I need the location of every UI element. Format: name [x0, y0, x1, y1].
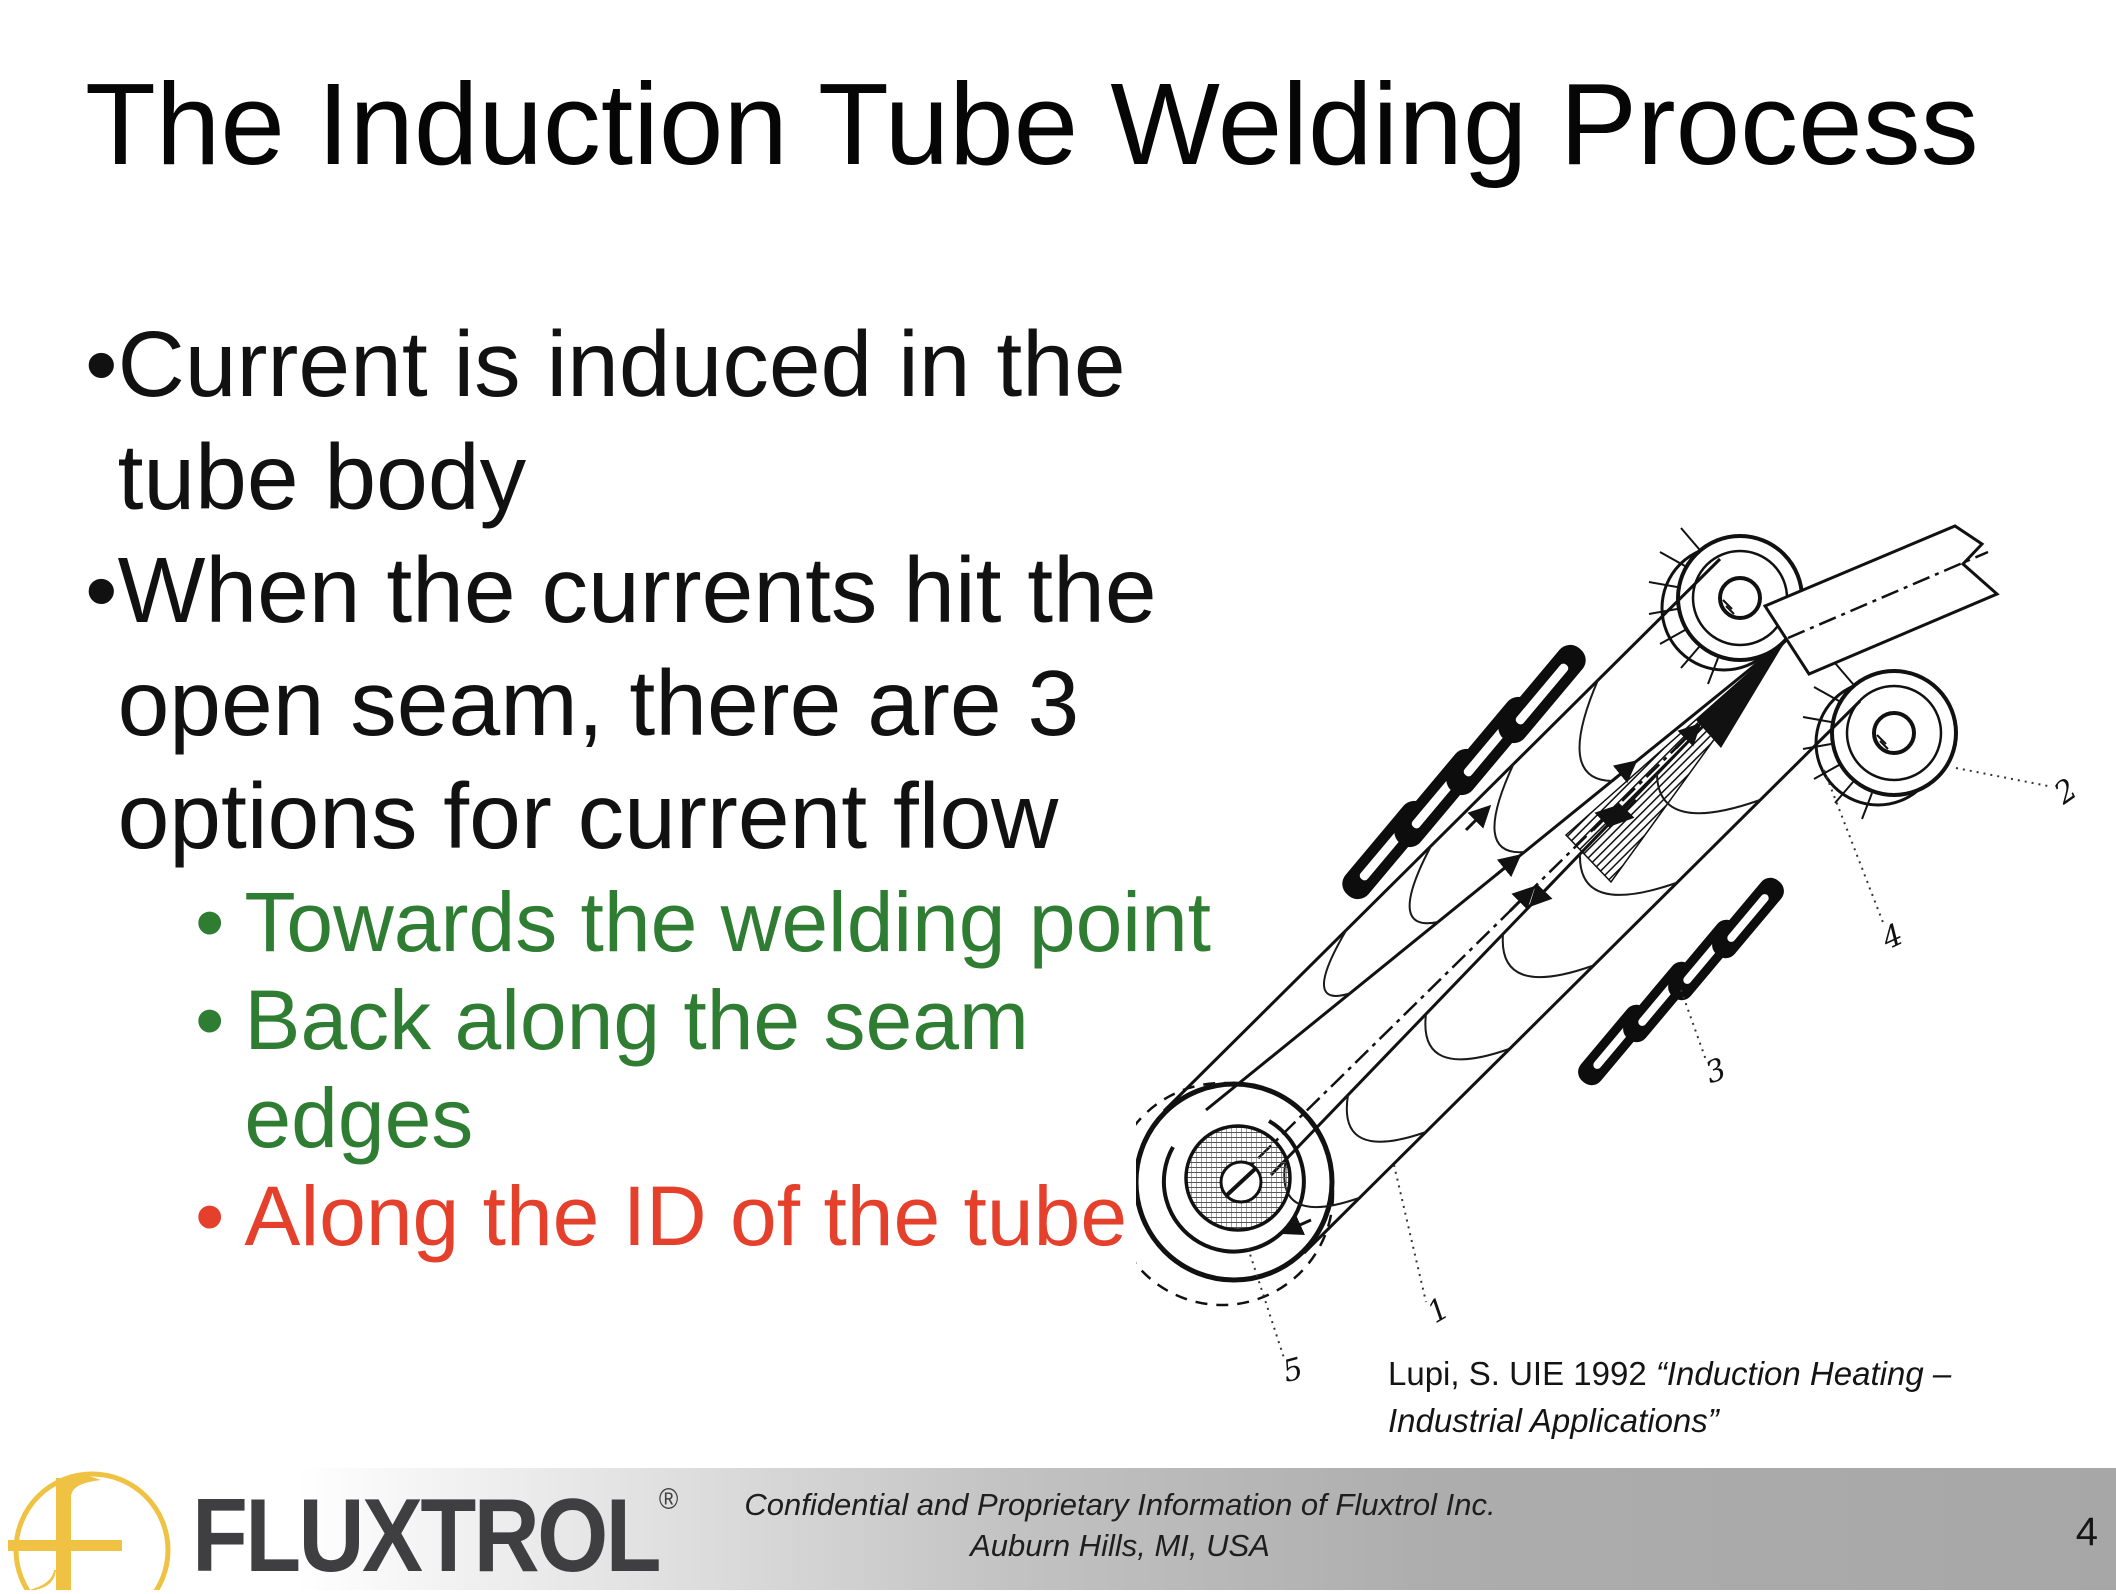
- footer-bar: [0, 1468, 2116, 1590]
- fluxtrol-wordmark: FLUXTROL®: [192, 1484, 678, 1588]
- bullet-line: Back along the seam: [244, 973, 1029, 1067]
- bullet-line: edges: [244, 1071, 474, 1165]
- bullet-item-along-id-of-tube: • Along the ID of the tube: [85, 1167, 1245, 1265]
- citation-title-line2: Industrial Applications”: [1388, 1402, 1719, 1439]
- welded-tube-band: [1762, 524, 2000, 676]
- induction-coil-lower: [1578, 877, 1784, 1086]
- welding-point-vee: [1564, 639, 1787, 884]
- upper-squeeze-roll: [1648, 527, 1804, 685]
- bullet-line: tube body: [117, 425, 527, 529]
- bullet-list: • Current is induced in the tube body • …: [85, 308, 1245, 1265]
- citation-author: Lupi, S. UIE 1992: [1388, 1355, 1656, 1392]
- bullet-marker: •: [85, 538, 118, 642]
- label-5-impeder: 5: [1279, 1351, 1307, 1390]
- impeder: [1184, 1124, 1292, 1232]
- label-4-seam: 4: [1876, 917, 1909, 957]
- induction-coil-upper: [1342, 644, 1586, 900]
- bullet-line: Towards the welding point: [244, 875, 1211, 969]
- label-3-coil: 3: [1701, 1052, 1731, 1091]
- page-number: 4: [2075, 1510, 2098, 1554]
- fluxtrol-wordmark-text: FLUXTROL: [192, 1478, 662, 1594]
- bullet-marker: •: [85, 312, 118, 416]
- confidential-line2: Auburn Hills, MI, USA: [970, 1528, 1270, 1563]
- bullet-marker: •: [195, 875, 225, 969]
- label-leader-lines: [1247, 767, 2049, 1359]
- bullet-line: When the currents hit the: [117, 538, 1157, 642]
- welding-diagram-svg: 1 2 3 4 5: [1136, 524, 2084, 1390]
- bullet-line: Along the ID of the tube: [244, 1169, 1128, 1263]
- confidential-notice: Confidential and Proprietary Information…: [720, 1484, 1520, 1566]
- bullet-marker: •: [195, 973, 225, 1067]
- bullet-marker: •: [195, 1169, 225, 1263]
- slide-title: The Induction Tube Welding Process: [85, 59, 1979, 189]
- registered-trademark-symbol: ®: [658, 1483, 679, 1516]
- bullet-line: open seam, there are 3: [117, 651, 1080, 755]
- bullet-item-back-along-seam: • Back along the seam edges: [85, 971, 1245, 1167]
- bullet-item-towards-welding-point: • Towards the welding point: [85, 873, 1245, 971]
- induction-welding-diagram: 1 2 3 4 5: [1136, 520, 2116, 1400]
- bullet-line: options for current flow: [117, 764, 1059, 868]
- citation: Lupi, S. UIE 1992 “Induction Heating – I…: [1388, 1350, 2068, 1444]
- bullet-item-currents-hit-seam: • When the currents hit the open seam, t…: [85, 534, 1245, 873]
- bullet-line: Current is induced in the: [117, 312, 1126, 416]
- current-flow-arrows: [1279, 722, 1702, 1235]
- label-1-tube: 1: [1422, 1291, 1456, 1331]
- lower-squeeze-roll: [1802, 662, 1958, 820]
- fluxtrol-logo: FLUXTROL®: [8, 1470, 745, 1590]
- diagram-labels: 1 2 3 4 5: [1279, 772, 2084, 1390]
- citation-title-line1: “Induction Heating –: [1655, 1355, 1952, 1392]
- fluxtrol-emblem-icon: [8, 1471, 171, 1590]
- label-2-rolls: 2: [2047, 772, 2084, 812]
- bullet-item-current-induced: • Current is induced in the tube body: [85, 308, 1245, 534]
- confidential-line1: Confidential and Proprietary Information…: [744, 1487, 1496, 1522]
